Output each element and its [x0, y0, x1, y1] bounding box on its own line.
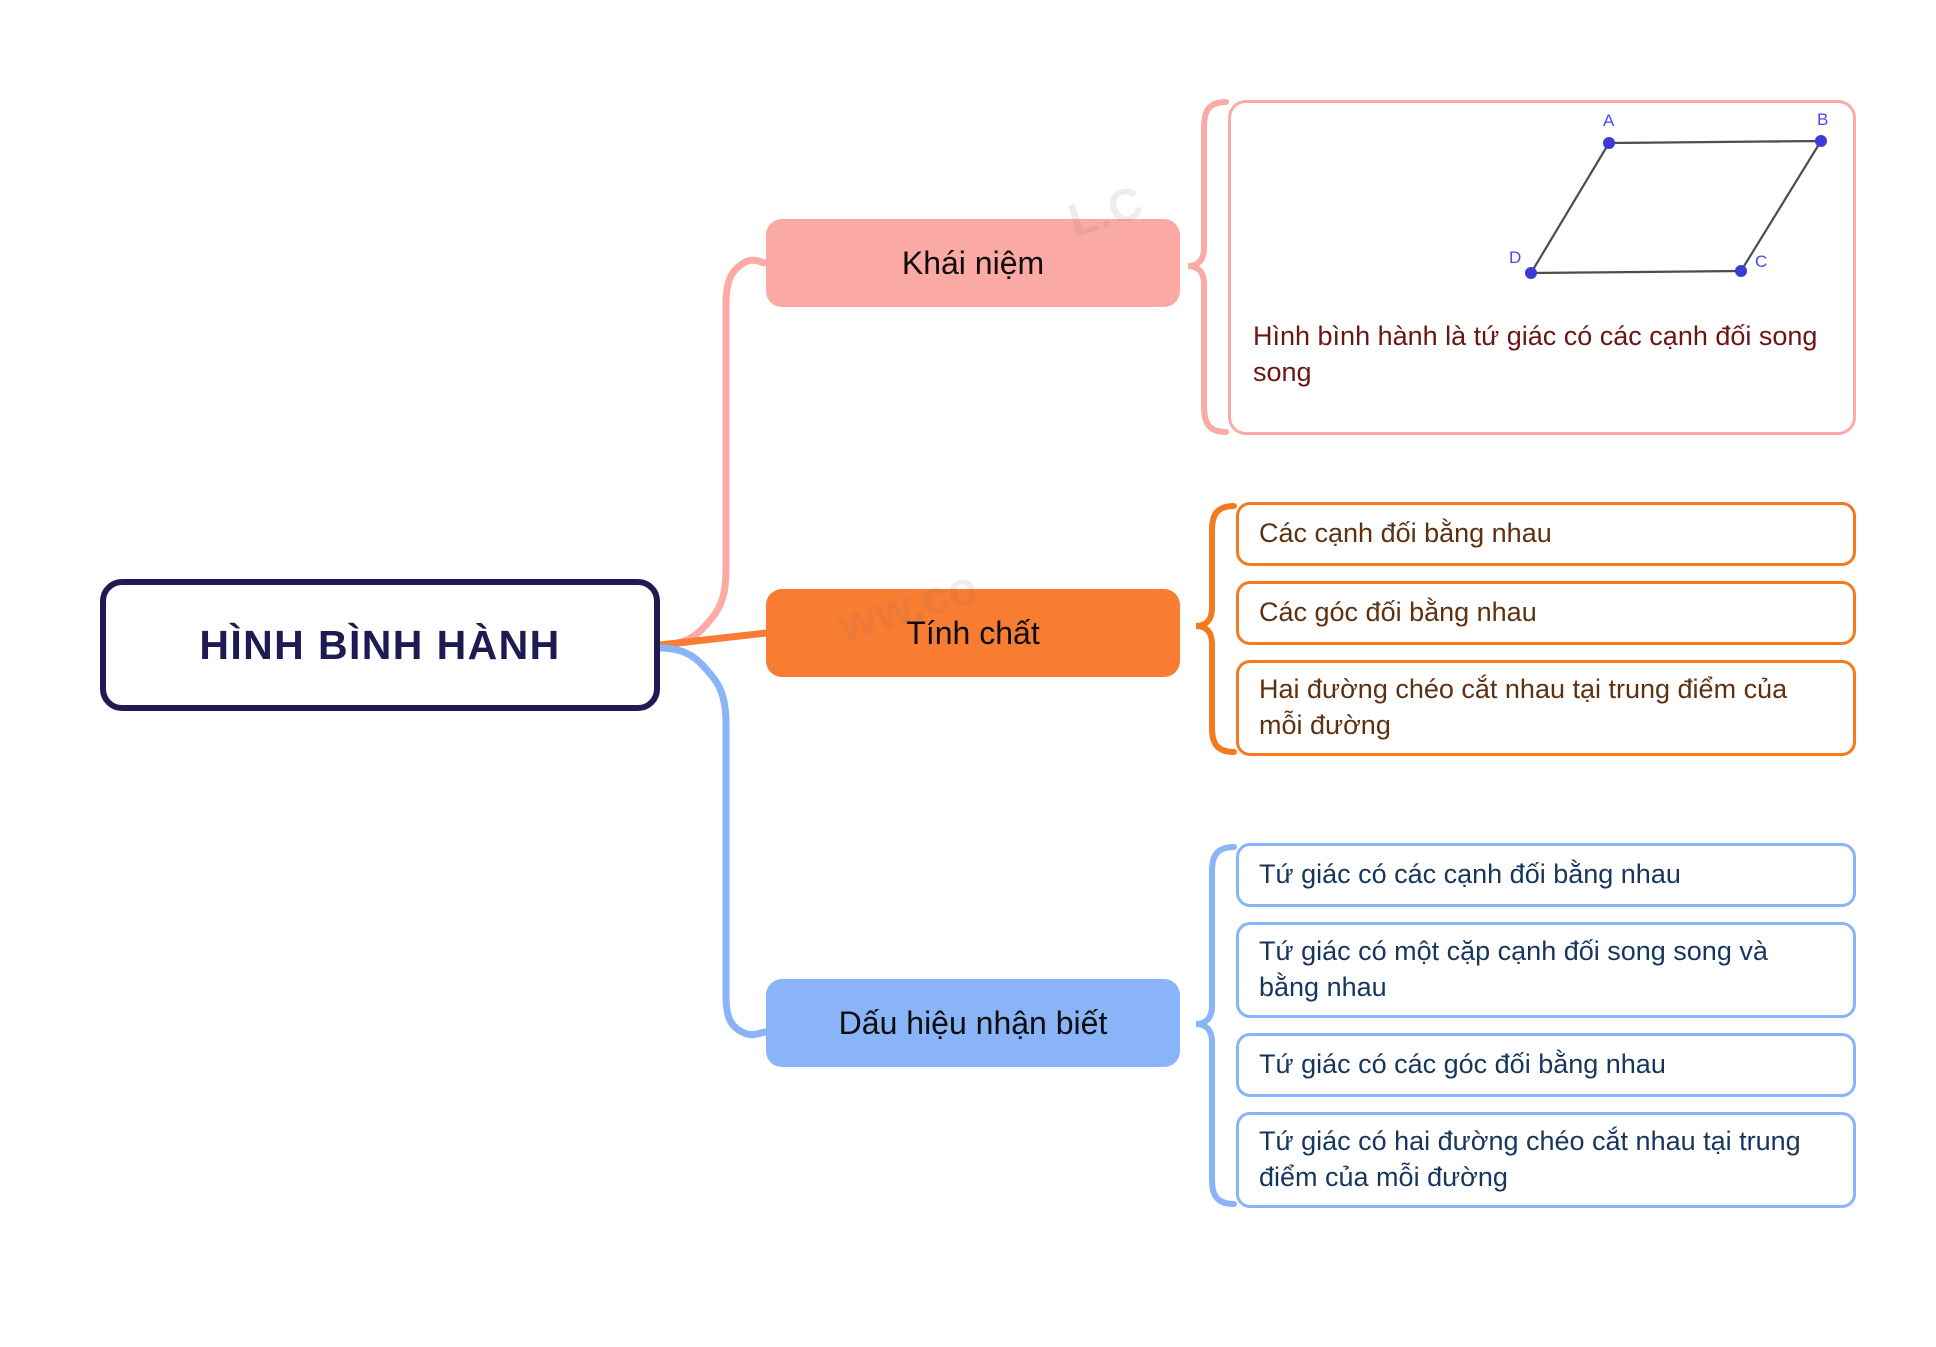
connector-root-to-concept	[656, 256, 770, 649]
vertex-d-label: D	[1509, 248, 1521, 267]
property-item-3[interactable]: Hai đường chéo cắt nhau tại trung điểm c…	[1236, 660, 1856, 756]
parallelogram-outline	[1529, 139, 1823, 275]
root-node-label: HÌNH BÌNH HÀNH	[199, 621, 561, 668]
property-item-3-text: Hai đường chéo cắt nhau tại trung điểm c…	[1259, 674, 1788, 740]
brace-signs	[1195, 844, 1237, 1207]
vertex-b-dot	[1815, 135, 1827, 147]
concept-card[interactable]: A B C D Hình bình hành là tứ giác có các…	[1228, 100, 1856, 435]
connector-root-to-property	[656, 629, 770, 649]
root-node[interactable]: HÌNH BÌNH HÀNH	[100, 579, 660, 711]
property-item-2-text: Các góc đối bằng nhau	[1259, 597, 1537, 628]
parallelogram-icon: A B C D	[1509, 110, 1828, 279]
branch-node-signs[interactable]: Dấu hiệu nhận biết	[766, 979, 1180, 1067]
branch-node-concept-label: Khái niệm	[901, 244, 1045, 281]
branch-node-property-label: Tính chất	[906, 614, 1040, 651]
vertex-d-dot	[1525, 267, 1537, 279]
branch-node-signs-label: Dấu hiệu nhận biết	[838, 1004, 1108, 1041]
property-item-1[interactable]: Các cạnh đối bằng nhau	[1236, 502, 1856, 566]
vertex-b-label: B	[1817, 110, 1828, 129]
sign-item-4-text: Tứ giác có hai đường chéo cắt nhau tại t…	[1259, 1126, 1801, 1192]
sign-item-2-text: Tứ giác có một cặp cạnh đối song song và…	[1259, 936, 1768, 1002]
property-item-2[interactable]: Các góc đối bằng nhau	[1236, 581, 1856, 645]
connector-root-to-signs	[656, 644, 770, 1039]
vertex-a-label: A	[1603, 111, 1615, 130]
property-item-1-text: Các cạnh đối bằng nhau	[1259, 518, 1552, 549]
vertex-a-dot	[1603, 137, 1615, 149]
concept-caption: Hình bình hành là tứ giác có các cạnh đố…	[1253, 321, 1818, 388]
sign-item-2[interactable]: Tứ giác có một cặp cạnh đối song song và…	[1236, 922, 1856, 1018]
brace-properties	[1195, 503, 1237, 755]
branch-node-property[interactable]: Tính chất	[766, 589, 1180, 677]
vertex-c-label: C	[1755, 252, 1767, 271]
sign-item-1-text: Tứ giác có các cạnh đối bằng nhau	[1259, 859, 1681, 890]
vertex-c-dot	[1735, 265, 1747, 277]
sign-item-3-text: Tứ giác có các góc đối bằng nhau	[1259, 1049, 1666, 1080]
sign-item-3[interactable]: Tứ giác có các góc đối bằng nhau	[1236, 1033, 1856, 1097]
parallelogram-figure: A B C D	[1231, 103, 1859, 318]
brace-concept	[1187, 99, 1229, 435]
branch-node-concept[interactable]: Khái niệm	[766, 219, 1180, 307]
sign-item-4[interactable]: Tứ giác có hai đường chéo cắt nhau tại t…	[1236, 1112, 1856, 1208]
sign-item-1[interactable]: Tứ giác có các cạnh đối bằng nhau	[1236, 843, 1856, 907]
